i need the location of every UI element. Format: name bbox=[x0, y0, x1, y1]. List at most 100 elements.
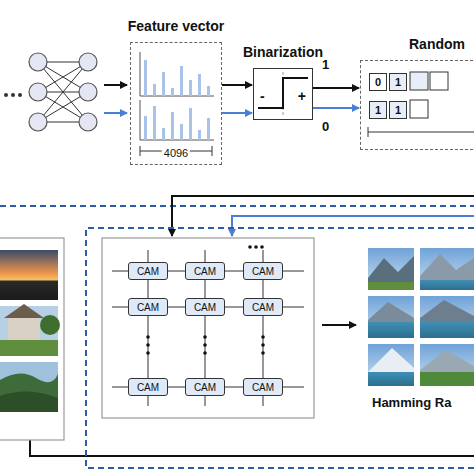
drawn-path bbox=[368, 348, 414, 386]
drawn-rect bbox=[420, 322, 474, 338]
node-text: CAM bbox=[137, 266, 159, 277]
cam-array bbox=[102, 238, 356, 418]
drawn-rect bbox=[153, 106, 156, 140]
drawn-circle bbox=[203, 351, 207, 355]
bit-cell: 1 bbox=[389, 73, 407, 91]
drawn-circle bbox=[79, 113, 97, 131]
drawn-g bbox=[140, 52, 214, 140]
drawn-circle bbox=[4, 93, 8, 97]
drawn-circle bbox=[11, 93, 15, 97]
drawn-rect bbox=[8, 318, 40, 342]
feature-vector-box: Feature vector4096 bbox=[130, 42, 222, 165]
database-images bbox=[0, 238, 64, 440]
heading-text: Binarization bbox=[243, 45, 323, 60]
heading-text: Feature vector bbox=[128, 19, 224, 34]
drawn-line bbox=[140, 140, 214, 141]
drawn-g bbox=[368, 127, 474, 137]
cam-cell: CAM bbox=[243, 378, 283, 396]
node-text: 0 bbox=[375, 76, 381, 88]
drawn-rect bbox=[420, 296, 474, 338]
drawn-rect bbox=[410, 100, 428, 118]
drawn-rect bbox=[189, 108, 192, 140]
drawn-line bbox=[0, 205, 474, 207]
drawn-rect bbox=[207, 118, 210, 140]
drawn-path bbox=[368, 302, 414, 338]
drawn-line bbox=[140, 100, 141, 140]
cam-cell: CAM bbox=[128, 298, 168, 316]
drawn-circle bbox=[261, 335, 265, 339]
drawn-rect bbox=[189, 80, 192, 96]
bar-charts bbox=[140, 52, 214, 156]
drawn-circle bbox=[79, 53, 97, 71]
drawn-path bbox=[0, 373, 58, 412]
drawn-g bbox=[144, 60, 210, 140]
drawn-rect bbox=[0, 250, 58, 300]
drawn-circle bbox=[203, 343, 207, 347]
drawn-path bbox=[172, 196, 474, 236]
drawn-g bbox=[29, 53, 97, 131]
drawn-circle bbox=[146, 343, 150, 347]
drawn-path bbox=[420, 350, 474, 386]
flow-arrow bbox=[313, 107, 359, 109]
cam-cell: CAM bbox=[185, 298, 225, 316]
node-text: CAM bbox=[137, 302, 159, 313]
drawn-line bbox=[368, 127, 369, 137]
cam-cell: CAM bbox=[185, 262, 225, 280]
drawn-rect bbox=[420, 372, 474, 386]
drawn-circle bbox=[203, 335, 207, 339]
drawn-line bbox=[104, 84, 127, 86]
drawn-rect bbox=[430, 72, 448, 90]
feedback-lines bbox=[30, 196, 474, 456]
drawn-circle bbox=[29, 53, 47, 71]
drawn-path bbox=[420, 254, 474, 290]
node-text: - bbox=[260, 89, 265, 104]
drawn-rect bbox=[180, 124, 183, 140]
drawn-rect bbox=[368, 372, 414, 386]
band-border bbox=[0, 205, 474, 207]
drawn-rect bbox=[162, 128, 165, 140]
drawn-circle bbox=[254, 245, 258, 249]
bit-cell: 1 bbox=[389, 101, 407, 119]
node-text: CAM bbox=[137, 382, 159, 393]
cam-cell: CAM bbox=[128, 378, 168, 396]
drawn-rect bbox=[171, 88, 174, 96]
drawn-path bbox=[368, 256, 414, 290]
drawn-circle bbox=[248, 245, 252, 249]
drawn-rect bbox=[171, 112, 174, 140]
node-text: CAM bbox=[252, 266, 274, 277]
drawn-path bbox=[420, 300, 474, 338]
flow-arrow bbox=[222, 112, 252, 114]
drawn-rect bbox=[144, 116, 147, 140]
drawn-rect bbox=[410, 72, 428, 90]
drawn-circle bbox=[29, 83, 47, 101]
drawn-rect bbox=[162, 72, 165, 96]
cam-cell: CAM bbox=[128, 262, 168, 280]
drawn-g bbox=[112, 250, 304, 406]
drawn-line bbox=[322, 324, 356, 326]
drawn-rect bbox=[0, 362, 58, 412]
drawn-line bbox=[140, 146, 141, 156]
drawn-rect bbox=[420, 280, 474, 290]
flow-arrow bbox=[313, 87, 359, 89]
node-text: 1 bbox=[395, 76, 401, 88]
drawn-rect bbox=[207, 86, 210, 96]
node-text: CAM bbox=[194, 266, 216, 277]
drawn-circle bbox=[18, 93, 22, 97]
drawn-rect bbox=[198, 74, 201, 96]
drawn-path bbox=[0, 391, 58, 412]
drawn-rect bbox=[420, 248, 474, 290]
result-caption: Hamming Ra bbox=[372, 396, 451, 410]
drawn-rect bbox=[153, 84, 156, 96]
cam-cell: CAM bbox=[243, 262, 283, 280]
node-text: + bbox=[298, 89, 306, 104]
bit-extras bbox=[368, 72, 474, 137]
drawn-circle bbox=[40, 315, 60, 335]
random-projection-box: Random0111 bbox=[360, 60, 474, 150]
output-level: 0 bbox=[322, 120, 329, 134]
region-border bbox=[86, 228, 474, 468]
node-text: 1 bbox=[395, 104, 401, 116]
drawn-line bbox=[104, 112, 127, 114]
cam-cell: CAM bbox=[243, 298, 283, 316]
